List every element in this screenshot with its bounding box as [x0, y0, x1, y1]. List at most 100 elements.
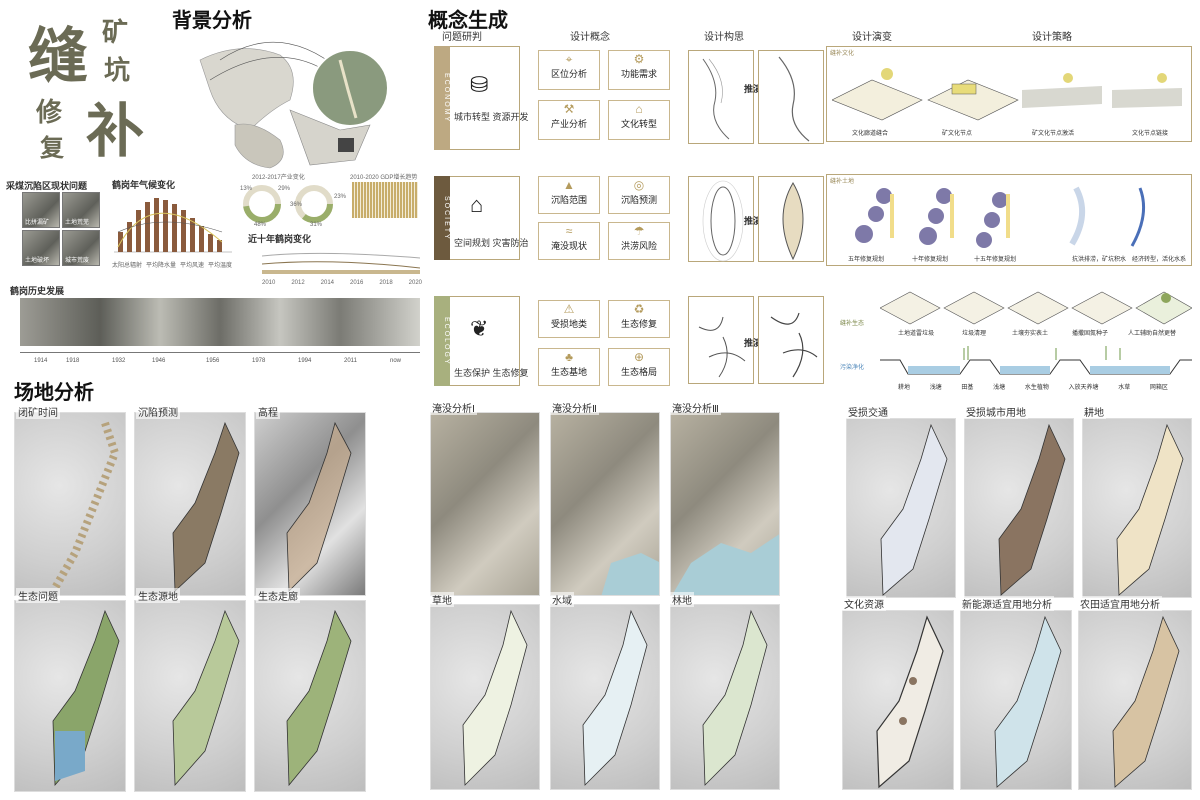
concept-cell: ♻ 生态修复 [608, 300, 670, 338]
site-map [670, 412, 780, 596]
profile-label: 网箱区 [1149, 385, 1168, 391]
map-label: 草地 [430, 592, 454, 607]
map-label: 受损交通 [846, 404, 890, 419]
pct-label: 29% [278, 186, 291, 192]
site-map [254, 600, 366, 792]
profile-label: 耕地 [898, 385, 911, 391]
cell-label: 区位分析 [550, 69, 587, 79]
site-map [134, 600, 246, 792]
strategy-caption: 土壤夯实表土 [1012, 331, 1049, 337]
strategy-caption: 文化节点链接 [1132, 131, 1169, 137]
economy-main: 城市转型 资源开发 [454, 112, 529, 122]
strategy-tag: 缝补文化 [830, 51, 855, 57]
strategy-caption: 抗洪排涝，矿坑积水 [1072, 257, 1127, 263]
column-header: 设计概念 [570, 32, 610, 43]
map-label: 新能源适宜用地分析 [960, 596, 1054, 611]
brand-char-fu: 复 [40, 133, 64, 162]
concept-sketch [688, 176, 754, 262]
location-icon: ⌖ [565, 52, 573, 66]
cell-label: 功能需求 [620, 69, 657, 79]
brand-char-xiu: 修 [36, 98, 63, 128]
strategy-caption: 矿文化节点 [942, 131, 973, 137]
profile-label: 田基 [961, 385, 974, 391]
brand-char-feng: 缝 [28, 22, 88, 92]
cell-label: 产业分析 [550, 119, 587, 129]
cell-label: 受损地类 [550, 319, 587, 329]
climate-title: 鹤岗年气候变化 [112, 180, 176, 190]
history-timeline [20, 352, 420, 353]
gdp-chart [352, 182, 418, 218]
deduce-label: 推演 [744, 84, 763, 94]
site-map [254, 412, 366, 596]
economy-side: ECONOMY [434, 46, 450, 150]
strategy-caption: 文化廊道缝合 [852, 131, 889, 137]
photo-label: 土地荒芜 [65, 220, 90, 226]
map-label: 生态问题 [16, 588, 60, 603]
decade-year: 2018 [379, 280, 393, 286]
history-year: 1918 [66, 358, 80, 364]
map-label: 闭矿时间 [16, 404, 60, 419]
column-header: 设计策略 [1032, 32, 1072, 43]
climate-chart [112, 192, 234, 256]
column-header: 设计构思 [704, 32, 744, 43]
map-label: 耕地 [1082, 404, 1106, 419]
map-label: 高程 [256, 404, 280, 419]
site-map [14, 600, 126, 792]
coin-icon: ⛁ [470, 72, 489, 97]
map-label: 淹没分析Ⅲ [670, 400, 721, 415]
history-year: 1932 [112, 358, 126, 364]
profile-label: 水草 [1118, 385, 1131, 391]
cell-label: 洪涝风险 [620, 241, 657, 251]
wetland-profile [880, 340, 1192, 380]
photo-label: 比拼漏矿 [25, 220, 50, 226]
column-header: 设计演变 [852, 32, 892, 43]
history-title: 鹤岗历史发展 [10, 286, 65, 296]
site-map [1078, 610, 1192, 790]
photo-label: 土地破坏 [25, 258, 50, 264]
concept-cell: ⚙ 功能需求 [608, 50, 670, 90]
brand-char-bu: 补 [86, 97, 145, 165]
subsidence-photo: 土地荒芜 [62, 192, 100, 228]
pct-label: 13% [240, 186, 253, 192]
background-title: 背景分析 [172, 8, 252, 32]
strategy-illustration [879, 282, 1193, 328]
profile-label: 水生植物 [1024, 385, 1049, 391]
strategy-caption: 播撒固氮种子 [1072, 331, 1109, 337]
house-icon: ⌂ [470, 192, 484, 217]
cell-label: 生态基地 [550, 367, 587, 377]
function-icon: ⚙ [633, 52, 645, 66]
culture-icon: ⌂ [635, 102, 643, 116]
site-map [14, 412, 126, 596]
site-map [430, 604, 540, 790]
profile-label: 浅塘 [929, 385, 942, 391]
strategy-caption: 垃圾清理 [962, 331, 987, 337]
history-year: 1946 [152, 358, 166, 364]
profile-label: 入放天养塘 [1068, 385, 1099, 391]
history-strip [20, 298, 420, 346]
history-year: 2011 [344, 358, 357, 364]
deduce-label: 推演 [744, 216, 763, 226]
site-map [670, 604, 780, 790]
map-label: 受损城市用地 [964, 404, 1028, 419]
concept-cell: ≈淹没现状 [538, 222, 600, 260]
decade-year: 2010 [262, 280, 276, 286]
site-map [964, 418, 1074, 598]
brand-char-kuang: 矿 [102, 18, 129, 48]
cell-label: 生态格局 [620, 367, 657, 377]
brand-char-keng: 坑 [104, 56, 131, 86]
cell-label: 生态修复 [620, 319, 657, 329]
strategy-illustration [831, 60, 1186, 122]
repair-icon: ♻ [633, 302, 645, 316]
forecast-icon: ◎ [633, 178, 645, 192]
strategy-tag: 缝补生态 [840, 321, 865, 327]
base-icon: ♣ [565, 350, 573, 364]
subsidence-photo: 土地破坏 [22, 230, 60, 266]
legend-item: 平均温度 [208, 263, 233, 269]
history-year: 1978 [252, 358, 266, 364]
decade-year: 2016 [349, 280, 364, 286]
site-map [134, 412, 246, 596]
strategy-caption: 经济转型，活化水系 [1132, 257, 1187, 263]
concept-cell: ◎沉陷预测 [608, 176, 670, 214]
pct-label: 48% [254, 222, 267, 228]
subsidence-photo: 比拼漏矿 [22, 192, 60, 228]
